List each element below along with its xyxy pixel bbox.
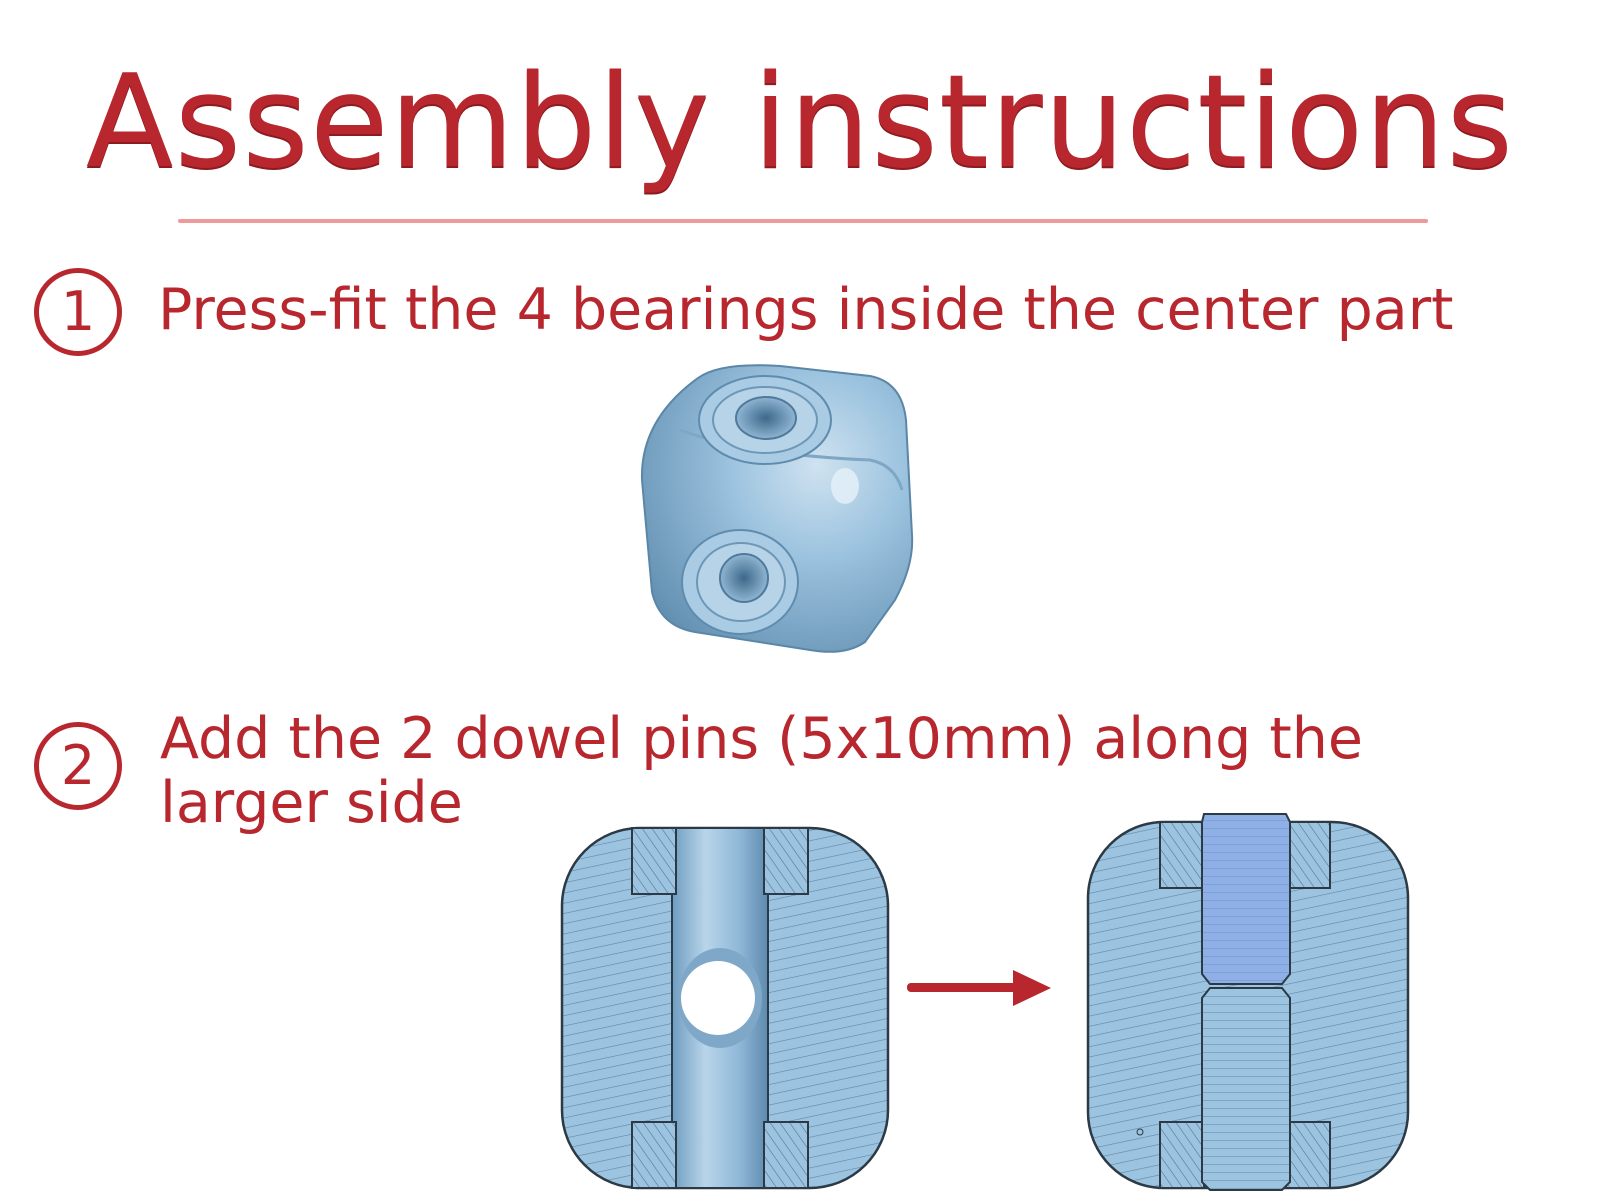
cross-section-after: [1086, 813, 1410, 1191]
step-1-number: 1: [34, 268, 122, 356]
step-1-text: Press-fit the 4 bearings inside the cent…: [158, 277, 1454, 343]
cross-section-before: [560, 826, 890, 1190]
page-title: Assembly instructions: [85, 48, 1515, 197]
step-2-text-line2: larger side: [160, 770, 463, 836]
step-2-text-line1: Add the 2 dowel pins (5x10mm) along the: [160, 706, 1363, 772]
title-divider: [178, 219, 1428, 223]
arrow-right-icon: [907, 970, 1051, 1006]
bearing-cube-render: [640, 364, 914, 653]
step-2-number: 2: [34, 722, 122, 810]
